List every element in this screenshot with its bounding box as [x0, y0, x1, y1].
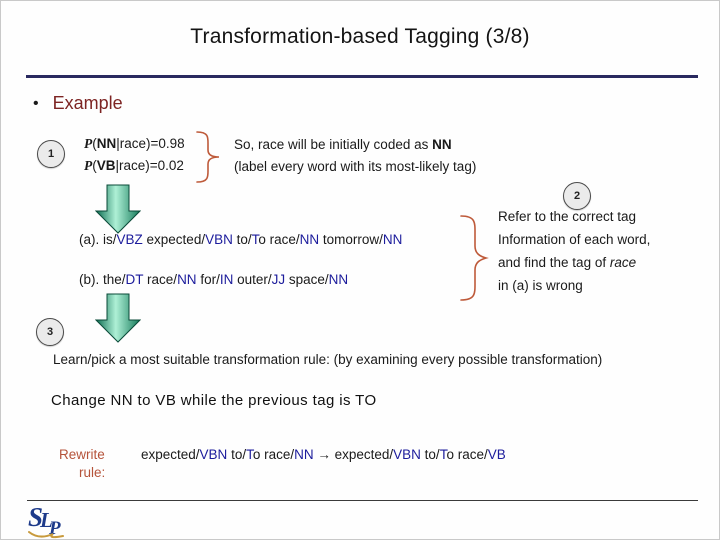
brace-right-large [460, 215, 489, 301]
step-1-badge: 1 [37, 140, 65, 168]
rewrite-label-line-2: rule: [79, 465, 106, 480]
step-2-line-2: Information of each word, [498, 232, 651, 247]
tagged-line-a: (a). is/VBZ expected/VBN to/To race/NN t… [79, 232, 403, 247]
logo-letter-s: S [28, 502, 43, 532]
down-arrow-icon [95, 184, 141, 234]
logo-letter-l: L [39, 508, 53, 532]
example-bullet: • Example [33, 93, 123, 114]
brace-right-small [196, 131, 220, 183]
bullet-icon: • [33, 95, 39, 112]
probability-line-2: P(VB|race)=0.02 [84, 158, 184, 173]
bullet-label: Example [52, 93, 123, 113]
slp-logo: S L P [28, 502, 64, 539]
step-1-note-line-1: So, race will be initially coded as NN [234, 137, 452, 152]
probability-line-1: P(NN|race)=0.98 [84, 136, 185, 151]
learn-rule-line: Learn/pick a most suitable transformatio… [53, 352, 603, 367]
rewrite-label-line-1: Rewrite [59, 447, 105, 462]
step-2-line-1: Refer to the correct tag [498, 209, 637, 224]
rewrite-rule-line: expected/VBN to/To race/NN → expected/VB… [141, 447, 506, 462]
step-2-badge: 2 [563, 182, 591, 210]
footer-divider [27, 500, 698, 501]
down-arrow-icon [95, 293, 141, 343]
tagged-line-b: (b). the/DT race/NN for/IN outer/JJ spac… [79, 272, 349, 287]
change-rule-line: Change NN to VB while the previous tag i… [51, 392, 377, 409]
page-title: Transformation-based Tagging (3/8) [190, 25, 530, 48]
step-3-badge: 3 [36, 318, 64, 346]
step-2-line-3: and find the tag of race [498, 255, 637, 270]
title-divider [26, 75, 698, 78]
step-2-line-4: in (a) is wrong [498, 278, 583, 293]
logo-swoosh [28, 531, 64, 539]
step-1-note-line-2: (label every word with its most-likely t… [234, 159, 477, 174]
